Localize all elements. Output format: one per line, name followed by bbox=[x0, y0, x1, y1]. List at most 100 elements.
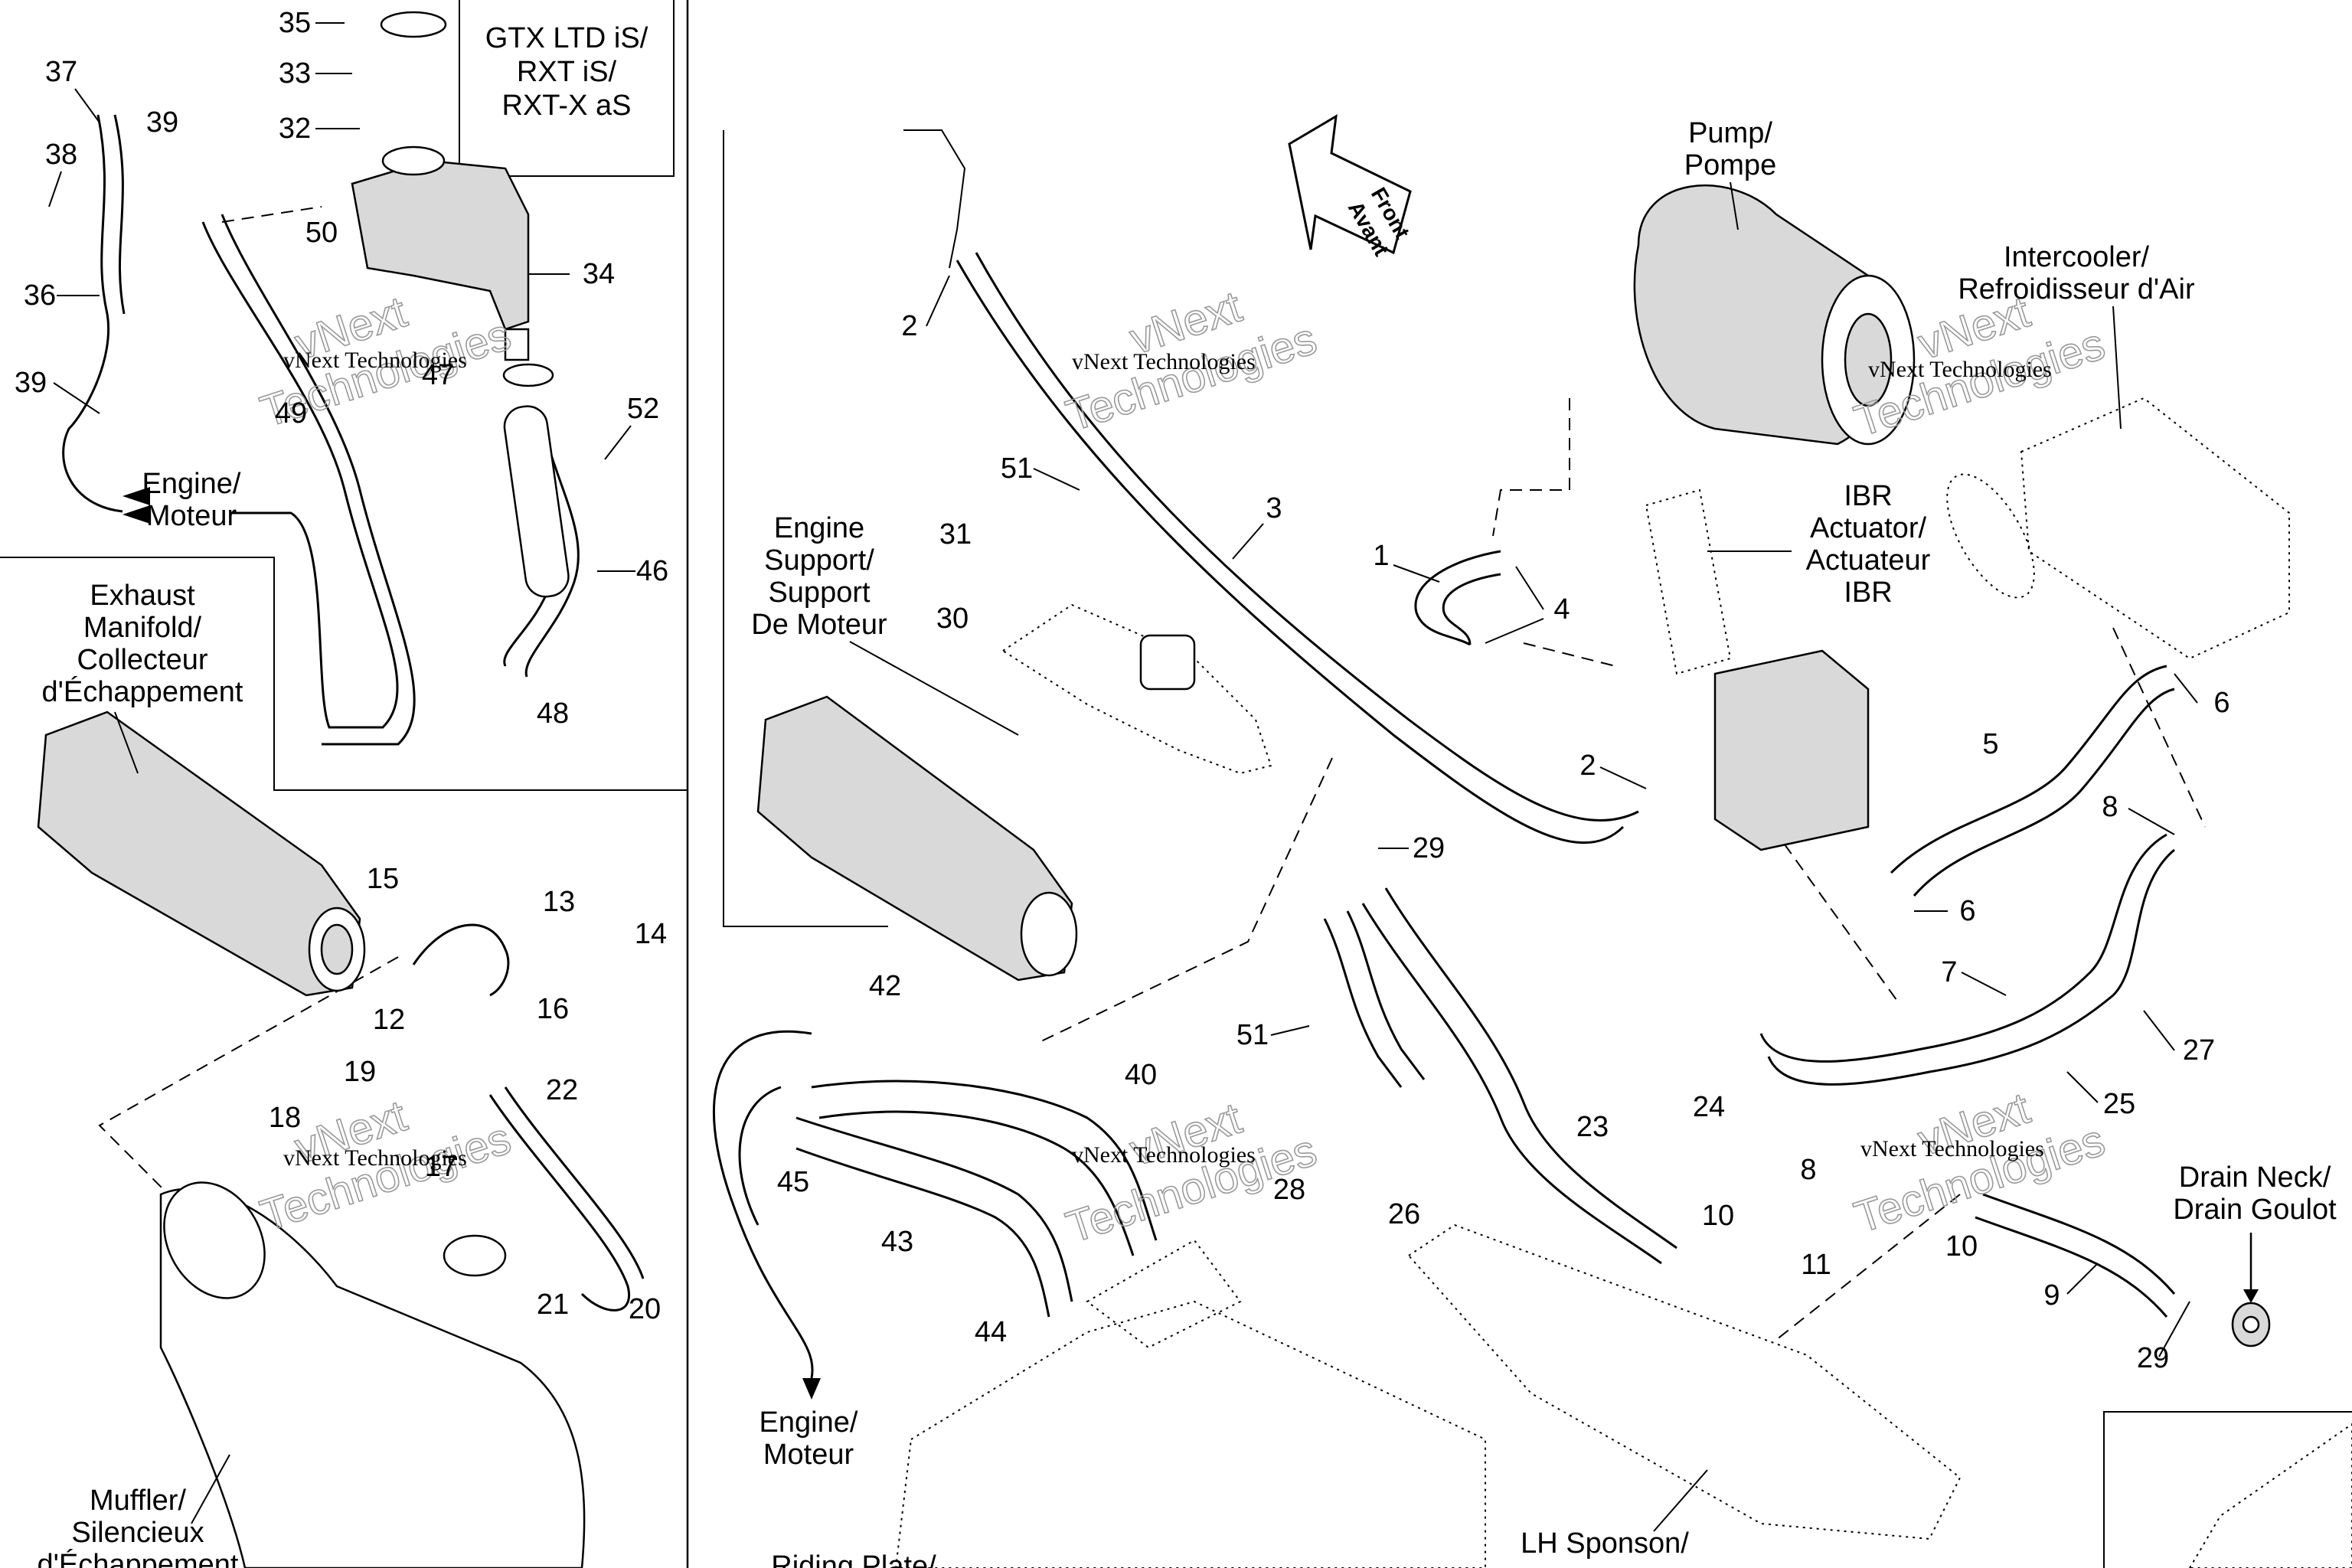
pump-label: Pump/ Pompe bbox=[1684, 117, 1776, 181]
svg-text:Intercooler/: Intercooler/ bbox=[2004, 241, 2150, 273]
variant-box: GTX LTD iS/ RXT iS/ RXT-X aS bbox=[485, 22, 648, 122]
callout-2-mid: 2 bbox=[1579, 750, 1596, 782]
callout-10-right: 10 bbox=[1945, 1230, 1978, 1263]
engine-arrows bbox=[122, 487, 821, 1400]
callout-48: 48 bbox=[537, 697, 569, 730]
callout-46: 46 bbox=[636, 555, 668, 587]
lh-sponson bbox=[1407, 1223, 1962, 1540]
callout-8-mid: 8 bbox=[2102, 791, 2118, 823]
callout-20: 20 bbox=[629, 1293, 661, 1325]
callout-11: 11 bbox=[1801, 1249, 1831, 1281]
drain-neck-label: Drain Neck/ Drain Goulot bbox=[2173, 1161, 2337, 1226]
callout-43: 43 bbox=[881, 1226, 913, 1258]
callout-19: 19 bbox=[344, 1056, 376, 1088]
svg-text:Silencieux: Silencieux bbox=[71, 1517, 204, 1549]
coolant-reservoir bbox=[351, 11, 554, 387]
drain-neck bbox=[2231, 1233, 2271, 1348]
callout-21: 21 bbox=[537, 1289, 569, 1321]
svg-text:Support: Support bbox=[768, 577, 871, 609]
intercooler-label: Intercooler/ Refroidisseur d'Air bbox=[1958, 241, 2195, 305]
callout-4: 4 bbox=[1553, 593, 1570, 626]
svg-text:Pompe: Pompe bbox=[1684, 149, 1776, 181]
svg-text:Pump/: Pump/ bbox=[1688, 117, 1772, 149]
variant-line-1: GTX LTD iS/ bbox=[485, 22, 648, 54]
pump bbox=[1633, 185, 1916, 446]
callout-10-left: 10 bbox=[1702, 1200, 1734, 1232]
callout-33: 33 bbox=[279, 57, 311, 90]
wm-small-5: vNext Technologies bbox=[1072, 1142, 1256, 1168]
svg-text:Moteur: Moteur bbox=[763, 1439, 854, 1471]
callout-6-mid: 6 bbox=[1959, 895, 1975, 927]
svg-text:Manifold/: Manifold/ bbox=[83, 612, 202, 644]
wm-small-4: vNext Technologies bbox=[283, 1145, 467, 1171]
callout-49: 49 bbox=[275, 397, 307, 430]
callout-16: 16 bbox=[537, 993, 569, 1025]
variant-line-3: RXT-X aS bbox=[502, 90, 632, 122]
riding-plate bbox=[894, 1239, 1486, 1568]
muffler-label: Muffler/ Silencieux d'Échappement bbox=[38, 1485, 239, 1568]
exhaust-manifold-2 bbox=[756, 695, 1078, 982]
callout-9: 9 bbox=[2043, 1279, 2060, 1312]
callout-14: 14 bbox=[635, 918, 667, 950]
callout-39-left: 39 bbox=[15, 367, 47, 399]
svg-text:d'Échappement: d'Échappement bbox=[42, 675, 243, 708]
ibr-actuator-label: IBR Actuator/ Actuateur IBR bbox=[1806, 480, 1931, 609]
svg-text:Refroidisseur d'Air: Refroidisseur d'Air bbox=[1958, 273, 2195, 305]
callout-28: 28 bbox=[1273, 1174, 1305, 1206]
svg-text:Engine/: Engine/ bbox=[142, 468, 241, 500]
callout-18: 18 bbox=[269, 1102, 301, 1134]
callout-3: 3 bbox=[1266, 492, 1282, 524]
callout-45: 45 bbox=[777, 1166, 809, 1198]
callout-31: 31 bbox=[939, 518, 972, 550]
svg-text:Actuateur: Actuateur bbox=[1806, 544, 1931, 577]
svg-text:Exhaust: Exhaust bbox=[90, 580, 195, 612]
callout-29-mid: 29 bbox=[1413, 832, 1445, 864]
wm-small-3: vNext Technologies bbox=[1868, 357, 2052, 382]
callout-35: 35 bbox=[279, 7, 311, 39]
svg-text:De Moteur: De Moteur bbox=[751, 609, 887, 641]
callout-50: 50 bbox=[305, 217, 338, 249]
callout-36: 36 bbox=[24, 279, 56, 312]
svg-text:Collecteur: Collecteur bbox=[77, 644, 207, 676]
callout-2-top: 2 bbox=[901, 310, 917, 342]
callout-37: 37 bbox=[45, 56, 77, 88]
svg-text:Engine: Engine bbox=[774, 512, 864, 544]
callout-numbers: 35 33 32 37 38 39 39 36 50 34 47 49 52 4… bbox=[15, 7, 2230, 1374]
wm-small-2: vNext Technologies bbox=[1072, 349, 1256, 374]
callout-52: 52 bbox=[627, 393, 659, 425]
callout-47: 47 bbox=[422, 359, 454, 391]
callout-34: 34 bbox=[583, 258, 615, 290]
component-labels: Exhaust Manifold/ Collecteur d'Échappeme… bbox=[38, 117, 2337, 1568]
callout-6-top: 6 bbox=[2213, 687, 2230, 719]
corner-part bbox=[2188, 1423, 2352, 1568]
svg-text:Drain Goulot: Drain Goulot bbox=[2173, 1194, 2337, 1226]
callout-26: 26 bbox=[1388, 1198, 1420, 1230]
svg-text:Drain Neck/: Drain Neck/ bbox=[2179, 1161, 2331, 1194]
exhaust-manifold-label: Exhaust Manifold/ Collecteur d'Échappeme… bbox=[42, 580, 243, 708]
callout-15: 15 bbox=[367, 863, 399, 895]
callout-5: 5 bbox=[1982, 728, 1998, 760]
engine-top-label: Engine/ Moteur bbox=[142, 468, 241, 532]
svg-text:Actuator/: Actuator/ bbox=[1810, 512, 1927, 544]
callout-51-low: 51 bbox=[1236, 1019, 1269, 1051]
svg-text:Support/: Support/ bbox=[764, 544, 874, 577]
svg-text:d'Échappement: d'Échappement bbox=[38, 1548, 239, 1568]
callout-32: 32 bbox=[279, 113, 311, 145]
callout-13: 13 bbox=[543, 886, 575, 918]
callout-22: 22 bbox=[546, 1074, 578, 1106]
wm-small-6: vNext Technologies bbox=[1860, 1136, 2044, 1161]
exhaust-manifold bbox=[37, 710, 366, 997]
svg-text:IBR: IBR bbox=[1844, 480, 1892, 512]
callout-40: 40 bbox=[1125, 1059, 1157, 1091]
callout-44: 44 bbox=[975, 1316, 1007, 1348]
callout-51-top: 51 bbox=[1001, 452, 1033, 485]
svg-text:IBR: IBR bbox=[1844, 577, 1892, 609]
svg-text:Moteur: Moteur bbox=[146, 500, 237, 532]
intercooler bbox=[1946, 397, 2290, 660]
engine-support-label: Engine Support/ Support De Moteur bbox=[751, 512, 887, 641]
leader-lines bbox=[98, 129, 2206, 1341]
callout-42: 42 bbox=[869, 970, 901, 1002]
lh-sponson-label: LH Sponson/ bbox=[1521, 1527, 1689, 1560]
